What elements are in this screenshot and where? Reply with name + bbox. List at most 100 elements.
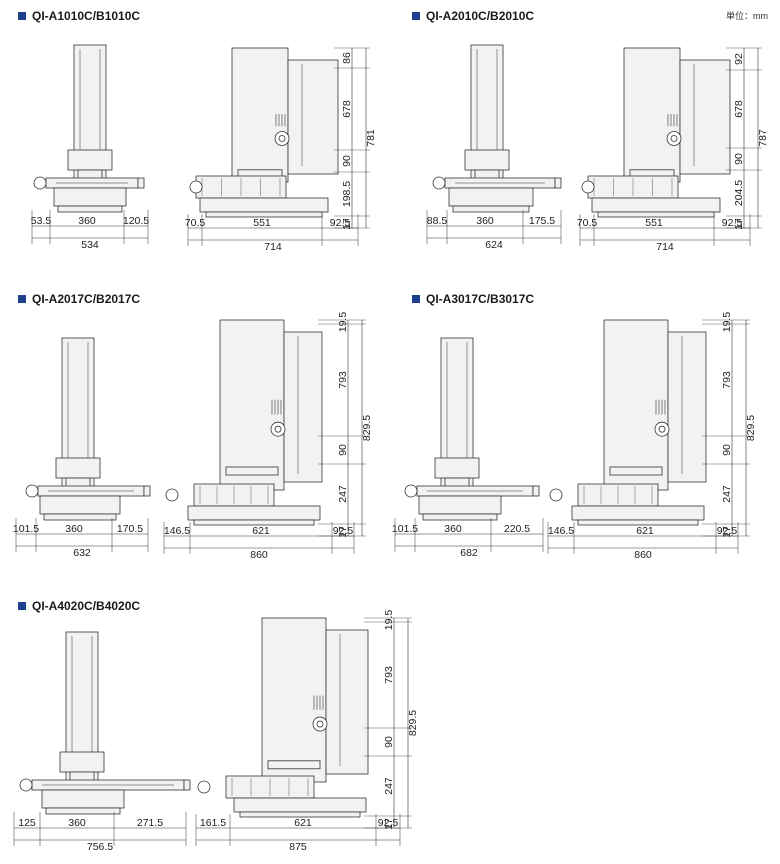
arm-housing — [679, 59, 731, 175]
base-foot — [193, 519, 315, 526]
dimension-label: 793 — [383, 666, 395, 684]
dimension-label: 101.5 — [13, 523, 39, 535]
dimension-label: 220.5 — [504, 523, 530, 535]
dimension-label: 120.5 — [123, 215, 149, 227]
base-foot — [577, 519, 699, 526]
focus-knob-icon — [278, 135, 286, 142]
dimension-label: 198.5 — [341, 181, 353, 207]
model-title: QI-A4020C/B4020C — [18, 599, 140, 613]
dimension-label: 19.5 — [383, 610, 395, 631]
stage-knob-icon — [549, 488, 563, 502]
column-body — [219, 319, 285, 491]
dimension-label: 247 — [337, 485, 349, 503]
dimension-label: 829.5 — [361, 415, 373, 441]
dimension-label: 146.5 — [548, 525, 574, 537]
title-marker-icon — [18, 295, 26, 303]
arm-housing — [667, 331, 707, 483]
optical-head — [55, 457, 101, 479]
arm-housing — [283, 331, 323, 483]
dimension-label: 92.5 — [722, 217, 743, 229]
dimension-label: 360 — [65, 523, 83, 535]
dimension-label: 19.5 — [337, 312, 349, 333]
stage-knob-icon — [19, 778, 33, 792]
title-marker-icon — [18, 12, 26, 20]
stage-knob-icon — [197, 780, 211, 794]
dimension-label: 125 — [18, 817, 36, 829]
base-foot — [422, 513, 498, 521]
stage-knob-icon — [165, 488, 179, 502]
unit-label: 単位：mm — [726, 11, 768, 21]
dimension-label: 90 — [733, 153, 745, 165]
dimension-label: 360 — [68, 817, 86, 829]
dimension-label: 146.5 — [164, 525, 190, 537]
optical-head — [67, 149, 113, 171]
dimension-label: 714 — [264, 241, 282, 253]
dimension-label: 860 — [250, 549, 268, 561]
dimension-label: 90 — [721, 444, 733, 456]
focus-knob-icon — [658, 425, 666, 433]
dimension-label: 621 — [636, 525, 654, 537]
lens-mount — [225, 466, 279, 476]
dimension-label: 621 — [252, 525, 270, 537]
dimension-label: 90 — [383, 736, 395, 748]
dimension-label: 92.5 — [378, 817, 399, 829]
dimension-label: 682 — [460, 547, 478, 559]
dimension-label: 70.5 — [185, 217, 206, 229]
model-title-text: QI-A1010C/B1010C — [32, 9, 141, 23]
title-marker-icon — [412, 12, 420, 20]
machine-base — [448, 187, 534, 207]
model-title: QI-A1010C/B1010C — [18, 9, 140, 23]
stage-knob-icon — [404, 484, 418, 498]
stage-handle — [183, 779, 191, 791]
dimension-label: 204.5 — [733, 180, 745, 206]
dimension-label: 92 — [733, 53, 745, 65]
column-body — [261, 617, 327, 783]
dimension-label: 271.5 — [137, 817, 163, 829]
column-body — [623, 47, 681, 183]
stage-knob-icon — [432, 176, 446, 190]
dimension-label: 551 — [253, 217, 271, 229]
dimension-label: 860 — [634, 549, 652, 561]
base-foot — [239, 811, 361, 818]
dimension-label: 175.5 — [529, 215, 555, 227]
dimension-label: 678 — [733, 100, 745, 118]
dimension-label: 551 — [645, 217, 663, 229]
base-foot — [43, 513, 117, 521]
optical-head — [59, 751, 105, 773]
dimension-label: 101.5 — [392, 523, 418, 535]
arm-housing — [325, 629, 369, 775]
machine-base — [418, 495, 502, 515]
model-title-text: QI-A4020C/B4020C — [32, 599, 141, 613]
stage-handle — [532, 485, 540, 497]
dimension-label: 621 — [294, 817, 312, 829]
stage-handle — [137, 177, 145, 189]
dimension-label: 756.5 — [87, 841, 113, 853]
stage-knob-icon — [189, 180, 203, 194]
dimension-label: 17 — [337, 526, 349, 538]
dimension-label: 90 — [341, 155, 353, 167]
dimension-label: 632 — [73, 547, 91, 559]
focus-knob-icon — [316, 720, 324, 728]
base-foot — [452, 205, 530, 213]
machine-base — [187, 505, 321, 521]
machine-base — [571, 505, 705, 521]
dimension-label: 829.5 — [407, 710, 419, 736]
front-view: 101.5 360 170.5 632 — [13, 337, 151, 559]
dimension-label: 17 — [341, 218, 353, 230]
dimension-label: 170.5 — [117, 523, 143, 535]
machine-base — [41, 789, 125, 809]
dimension-label: 92.5 — [330, 217, 351, 229]
column-body — [603, 319, 669, 491]
dimension-label: 787 — [757, 129, 769, 147]
dimension-label: 714 — [656, 241, 674, 253]
dimension-label: 624 — [485, 239, 503, 251]
dimension-label: 17 — [733, 218, 745, 230]
stage-handle — [554, 177, 562, 189]
dimension-label: 247 — [383, 777, 395, 795]
